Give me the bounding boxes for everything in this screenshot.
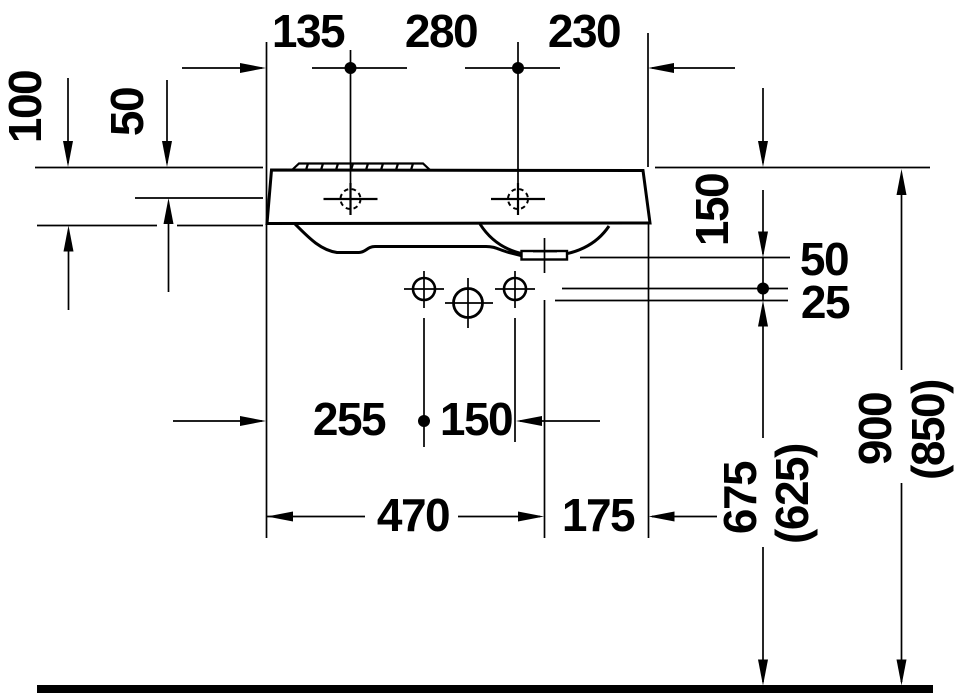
dim-label-175: 175: [562, 489, 635, 541]
fixing-hole-left: [404, 271, 444, 308]
dim-label-135: 135: [272, 5, 345, 57]
basin-body: [265, 168, 652, 226]
dim-chain-bottom: [267, 511, 717, 522]
dim-label-675: 675: [714, 461, 766, 534]
arrowhead-left: [648, 63, 674, 73]
arrowhead-up: [758, 300, 768, 327]
dashed-circle: [339, 188, 362, 210]
dim-label-230: 230: [548, 5, 620, 57]
chain-dot: [418, 415, 430, 427]
dim-height-900: [896, 169, 907, 686]
dim-label-470: 470: [377, 489, 449, 541]
arrowhead-right: [518, 511, 544, 522]
chain-dot: [512, 62, 524, 74]
ridge-outline: [291, 162, 431, 171]
arrowhead-down: [758, 141, 768, 167]
dashed-circle: [507, 188, 529, 210]
dim-label-150-right: 150: [686, 174, 738, 246]
arrowhead-right: [240, 416, 266, 426]
dim-label-150-middle: 150: [440, 393, 512, 445]
arrowhead-down: [758, 659, 768, 686]
dim-label-625: (625): [766, 444, 818, 544]
arrowhead-up: [63, 225, 74, 252]
chain-dot: [757, 282, 769, 295]
rim-ridge-strip: [291, 162, 431, 171]
floor-line: [37, 685, 933, 693]
washbasin-outline: [265, 162, 652, 328]
dim-label-50-right: 50: [800, 233, 848, 285]
arrowhead-up: [896, 169, 907, 195]
arrowhead-down: [896, 659, 907, 686]
arrowhead-down: [758, 231, 768, 258]
dimension-labels: 135 280 230 100 50 150 50 25 255 150 470…: [0, 5, 954, 544]
dim-chain-right: [757, 88, 769, 327]
dim-label-100: 100: [0, 71, 51, 143]
waste-hole-center: [445, 278, 493, 328]
dim-label-50-left: 50: [101, 88, 153, 136]
arrowhead-down: [162, 141, 172, 167]
arrowhead-right: [240, 63, 266, 73]
ridge-ticks: [304, 163, 415, 171]
underside-profile: [293, 222, 522, 257]
extension-lines: [35, 33, 930, 538]
arrowhead-up: [163, 198, 174, 224]
fixing-hole-right: [495, 271, 535, 308]
dim-left-heights: [63, 78, 174, 310]
dim-label-255: 255: [313, 393, 386, 445]
dim-height-675: [758, 323, 768, 686]
dim-label-25-right: 25: [801, 276, 850, 328]
arrowhead-down: [63, 141, 73, 167]
dim-label-280: 280: [405, 5, 477, 57]
dim-label-900: 900: [849, 393, 901, 465]
dim-chain-middle: [173, 415, 600, 427]
chain-dot: [344, 62, 357, 74]
dim-chain-top: [182, 62, 735, 74]
dim-label-850: (850): [902, 380, 954, 480]
